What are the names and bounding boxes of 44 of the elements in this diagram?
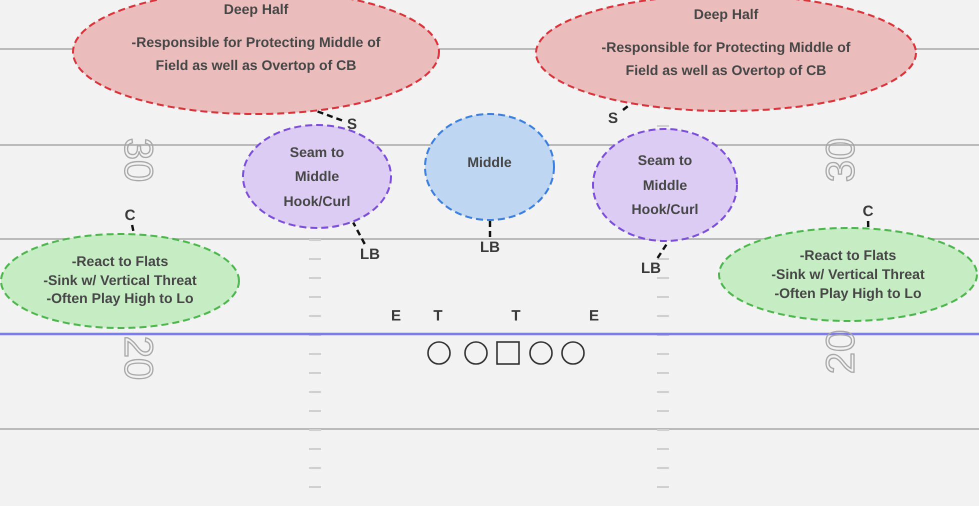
- zone-description: -Responsible for Protecting Middle of Field as well as Overtop of CB: [130, 32, 382, 75]
- position-label: S: [342, 114, 362, 134]
- flat-zone-ellipse: [718, 227, 978, 322]
- position-label: T: [433, 308, 443, 324]
- zone-label: Seam to Middle Hook/Curl: [630, 151, 700, 220]
- zone-description: -React to Flats: [72, 252, 168, 271]
- position-label: LB: [637, 258, 665, 278]
- hook-zone-ellipse: [592, 128, 738, 242]
- player-circle: [561, 341, 585, 365]
- zone-description: -React to Flats: [800, 246, 896, 266]
- player-circle: [464, 341, 488, 365]
- yard-number: 30: [118, 138, 158, 182]
- zone-title: Deep Half: [694, 6, 758, 22]
- yard-number: 20: [821, 330, 861, 374]
- zone-description: -Often Play High to Lo: [46, 289, 194, 308]
- position-label: C: [120, 205, 140, 225]
- leader-line: [488, 221, 492, 237]
- position-label: LB: [356, 244, 384, 264]
- leader-line: [316, 110, 342, 122]
- zone-description: -Often Play High to Lo: [774, 284, 922, 303]
- flat-zone-ellipse: [0, 233, 240, 329]
- yard-number: 30: [821, 138, 861, 182]
- yard-number: 20: [118, 336, 158, 380]
- zone-label: Middle: [467, 152, 512, 172]
- zone-description: -Responsible for Protecting Middle of Field as well as Overtop of CB: [600, 38, 852, 80]
- player-circle: [427, 341, 451, 365]
- leader-line: [352, 222, 366, 245]
- middle-zone-ellipse: [424, 113, 555, 221]
- zone-title: Deep Half: [224, 0, 288, 17]
- zone-description: -Sink w/ Vertical Threat: [771, 265, 925, 284]
- leader-line: [866, 220, 870, 228]
- position-label: S: [603, 108, 623, 128]
- position-label: C: [858, 201, 878, 221]
- zone-description: -Sink w/ Vertical Threat: [43, 270, 197, 290]
- center-square: [496, 341, 520, 365]
- leader-line: [130, 224, 135, 234]
- position-label: E: [589, 308, 599, 324]
- position-label: T: [511, 308, 521, 324]
- player-circle: [529, 341, 553, 365]
- leader-line: [622, 103, 632, 111]
- position-label: E: [391, 308, 401, 324]
- position-label: LB: [476, 237, 504, 257]
- zone-label: Seam to Middle Hook/Curl: [282, 142, 352, 211]
- leader-line: [656, 241, 670, 259]
